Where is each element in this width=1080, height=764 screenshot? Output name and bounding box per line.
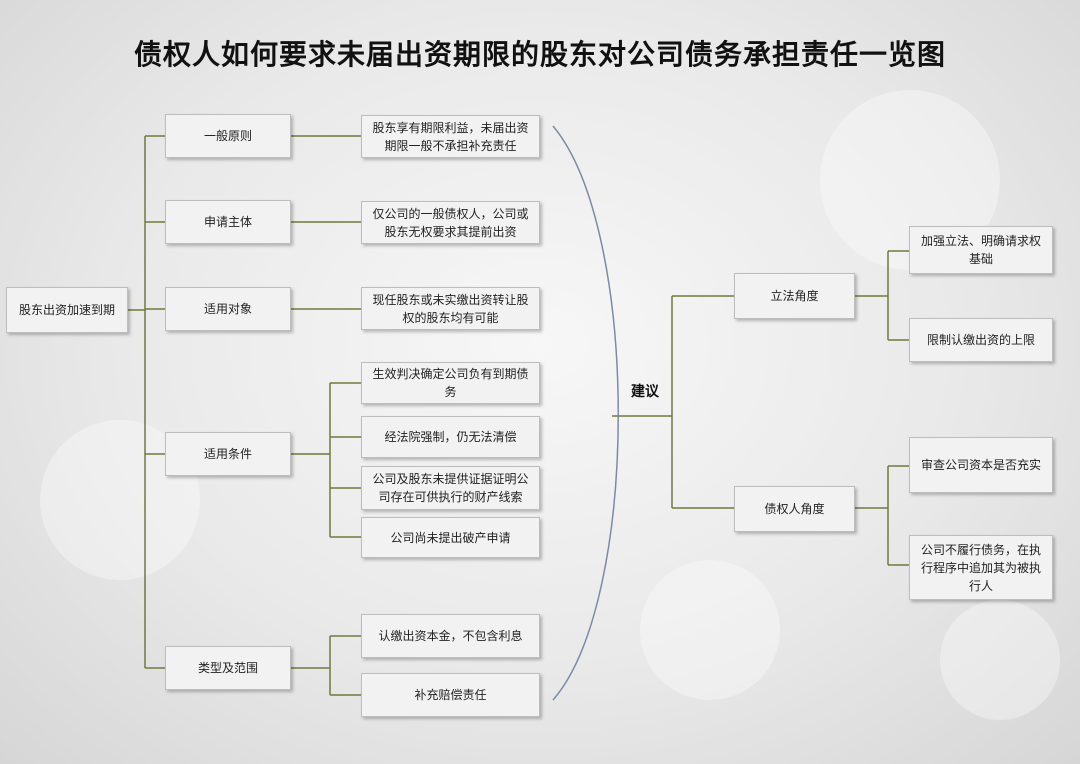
category-label: 类型及范围 bbox=[197, 661, 258, 675]
legislative-node: 立法角度 bbox=[734, 273, 855, 319]
root-node: 股东出资加速到期 bbox=[6, 287, 128, 333]
condition-item: 生效判决确定公司负有到期债务 bbox=[361, 362, 540, 404]
scope-text: 补充赔偿责任 bbox=[414, 688, 487, 702]
legislative-label: 立法角度 bbox=[770, 289, 819, 303]
detail-text: 仅公司的一般债权人，公司或股东无权要求其提前出资 bbox=[372, 206, 529, 239]
creditor-item: 审查公司资本是否充实 bbox=[909, 437, 1053, 493]
creditor-item-text: 审查公司资本是否充实 bbox=[920, 458, 1041, 472]
category-label: 申请主体 bbox=[203, 215, 252, 229]
category-general: 一般原则 bbox=[165, 114, 291, 158]
detail-object: 现任股东或未实缴出资转让股权的股东均有可能 bbox=[361, 287, 540, 330]
detail-subject: 仅公司的一般债权人，公司或股东无权要求其提前出资 bbox=[361, 201, 540, 244]
category-scope: 类型及范围 bbox=[165, 646, 291, 690]
creditor-label: 债权人角度 bbox=[764, 502, 825, 516]
category-object: 适用对象 bbox=[165, 287, 291, 331]
detail-general: 股东享有期限利益，未届出资期限一般不承担补充责任 bbox=[361, 115, 540, 158]
category-label: 一般原则 bbox=[203, 129, 252, 143]
creditor-item-text: 公司不履行债务，在执行程序中追加其为被执行人 bbox=[920, 542, 1041, 593]
condition-text: 生效判决确定公司负有到期债务 bbox=[372, 367, 529, 399]
legislative-item-text: 加强立法、明确请求权基础 bbox=[920, 234, 1041, 266]
bg-bubble bbox=[940, 600, 1060, 720]
condition-text: 公司及股东未提供证据证明公司存在可供执行的财产线索 bbox=[372, 472, 529, 504]
creditor-node: 债权人角度 bbox=[734, 486, 855, 532]
detail-text: 股东享有期限利益，未届出资期限一般不承担补充责任 bbox=[372, 120, 529, 153]
condition-item: 公司尚未提出破产申请 bbox=[361, 517, 540, 558]
bg-bubble bbox=[640, 560, 780, 700]
root-label: 股东出资加速到期 bbox=[18, 303, 115, 317]
suggestion-label: 建议 bbox=[631, 384, 659, 400]
scope-item: 认缴出资本金，不包含利息 bbox=[361, 614, 540, 658]
category-label: 适用对象 bbox=[203, 302, 252, 316]
creditor-item: 公司不履行债务，在执行程序中追加其为被执行人 bbox=[909, 535, 1053, 600]
legislative-item-text: 限制认缴出资的上限 bbox=[926, 333, 1035, 347]
detail-text: 现任股东或未实缴出资转让股权的股东均有可能 bbox=[372, 292, 529, 325]
category-label: 适用条件 bbox=[203, 447, 252, 461]
category-conditions: 适用条件 bbox=[165, 432, 291, 476]
condition-item: 公司及股东未提供证据证明公司存在可供执行的财产线索 bbox=[361, 466, 540, 510]
condition-text: 经法院强制，仍无法清偿 bbox=[384, 430, 517, 444]
page-title: 债权人如何要求未届出资期限的股东对公司债务承担责任一览图 bbox=[133, 38, 946, 71]
legislative-item: 限制认缴出资的上限 bbox=[909, 318, 1053, 362]
category-subject: 申请主体 bbox=[165, 200, 291, 244]
condition-item: 经法院强制，仍无法清偿 bbox=[361, 416, 540, 458]
scope-item: 补充赔偿责任 bbox=[361, 673, 540, 717]
scope-text: 认缴出资本金，不包含利息 bbox=[378, 629, 523, 643]
legislative-item: 加强立法、明确请求权基础 bbox=[909, 226, 1053, 274]
condition-text: 公司尚未提出破产申请 bbox=[390, 530, 511, 545]
